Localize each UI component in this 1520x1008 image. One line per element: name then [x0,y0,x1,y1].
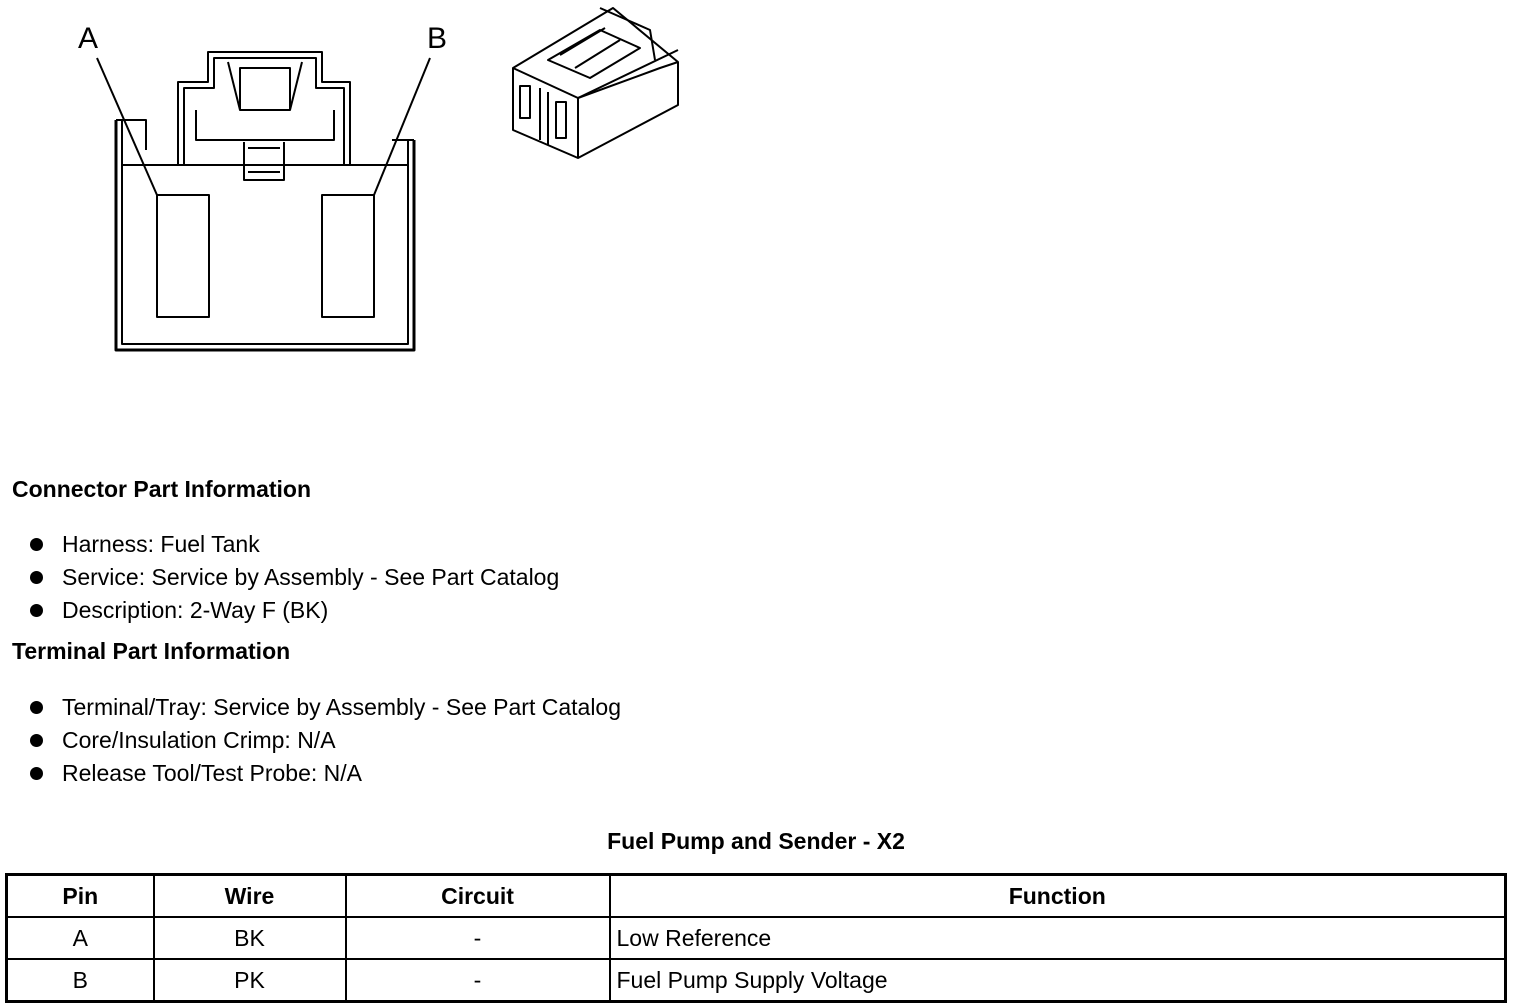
list-item: Harness: Fuel Tank [28,528,559,561]
cavity-b [321,194,375,318]
cavity-a [156,194,210,318]
table-caption: Fuel Pump and Sender - X2 [607,828,905,854]
header-function: Function [608,873,1507,918]
cell-circuit: - [344,916,611,960]
pinout-table: Pin Wire Circuit Function A BK - Low Ref… [5,873,1507,1003]
table-header-row: Pin Wire Circuit Function [5,873,1507,918]
pin-label-b: B [427,22,447,55]
bullet-icon [30,701,43,714]
header-circuit: Circuit [344,873,611,918]
cell-function: Fuel Pump Supply Voltage [608,958,1507,1003]
table-row: A BK - Low Reference [5,916,1507,960]
cell-pin: B [5,958,155,1003]
connector-diagram: A B [78,7,679,352]
connector-isometric-view [512,7,679,159]
cell-function: Low Reference [608,916,1507,960]
table-row: B PK - Fuel Pump Supply Voltage [5,958,1507,1003]
bullet-icon [30,734,43,747]
bullet-icon [30,604,43,617]
list-item: Service: Service by Assembly - See Part … [28,561,559,594]
connector-part-info-title: Connector Part Information [12,476,312,502]
cell-wire: BK [152,916,347,960]
list-item: Release Tool/Test Probe: N/A [28,757,621,790]
pin-label-a: A [78,22,98,55]
connector-part-info-list: Harness: Fuel Tank Service: Service by A… [28,528,559,627]
header-pin: Pin [5,873,155,918]
terminal-part-info-list: Terminal/Tray: Service by Assembly - See… [28,691,621,790]
terminal-part-info-title: Terminal Part Information [12,638,291,664]
cell-pin: A [5,916,155,960]
list-item: Core/Insulation Crimp: N/A [28,724,621,757]
connector-front-view [96,51,431,352]
cell-circuit: - [344,958,611,1003]
bullet-icon [30,571,43,584]
bullet-icon [30,538,43,551]
bullet-icon [30,767,43,780]
list-item: Description: 2-Way F (BK) [28,594,559,627]
list-item: Terminal/Tray: Service by Assembly - See… [28,691,621,724]
header-wire: Wire [152,873,347,918]
cell-wire: PK [152,958,347,1003]
